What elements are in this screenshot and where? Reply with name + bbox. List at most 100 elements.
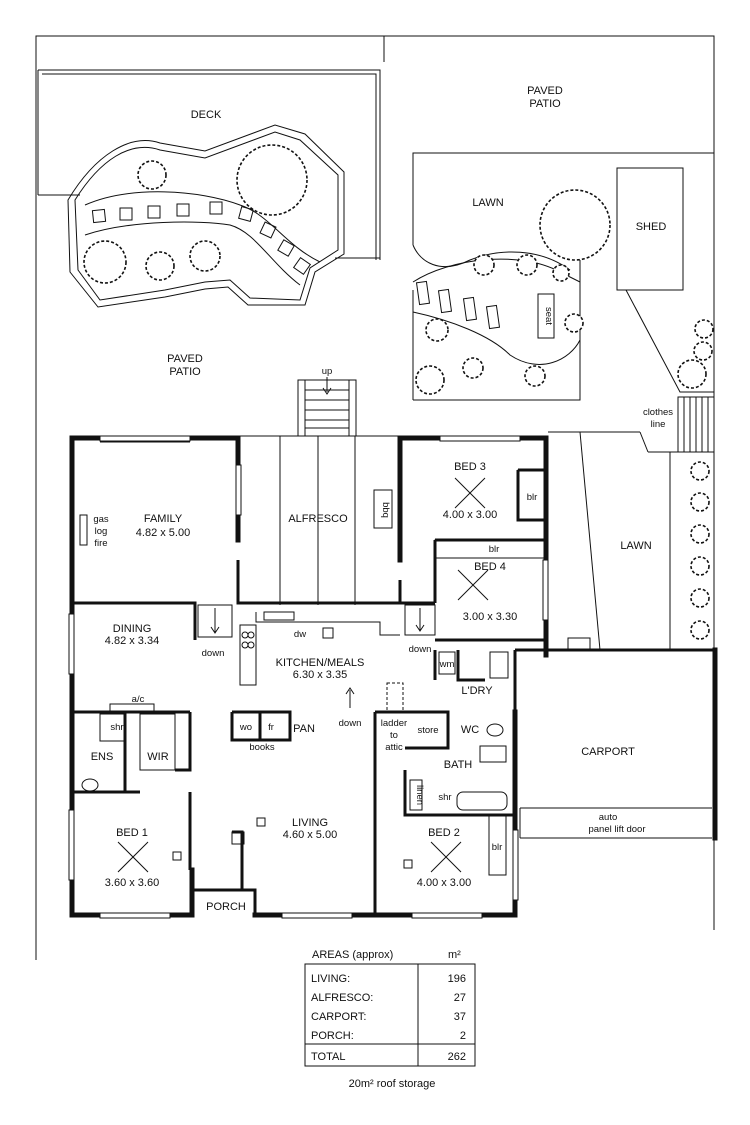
shrub-icon: [690, 461, 710, 481]
paved-patio-top-line1: PAVED: [527, 85, 563, 97]
dw-label: dw: [294, 629, 306, 640]
lawn-side-label: LAWN: [620, 540, 651, 552]
shrub-icon: [516, 254, 538, 276]
family-dims: 4.82 x 5.00: [136, 527, 190, 539]
wir-robe: [139, 713, 176, 771]
bed2-robe: [488, 814, 507, 876]
bath-label: BATH: [444, 759, 473, 771]
shrub-icon: [415, 365, 445, 395]
xbox-icon: [172, 851, 182, 861]
books-label: books: [249, 742, 275, 753]
trough-icon: [489, 651, 509, 679]
linen-cupboard: [409, 779, 423, 811]
lift-door-label-2: panel lift door: [588, 824, 645, 835]
roof-storage-note: 20m² roof storage: [349, 1078, 436, 1090]
areas-heading: AREAS (approx): [312, 949, 393, 961]
toilet-icon: [486, 723, 504, 737]
bed2-label: BED 2: [428, 827, 460, 839]
clothes-line: clothes line: [643, 396, 715, 453]
attic-ladder: [386, 682, 404, 714]
bed3-robe: [517, 469, 547, 521]
xbox-icon: [256, 817, 266, 827]
store-label: store: [417, 725, 438, 736]
shrub-icon: [189, 240, 221, 272]
bed1-label: BED 1: [116, 827, 148, 839]
ceiling-fan-icon: [117, 477, 489, 873]
areas-unit: m²: [448, 949, 461, 961]
side-lawn: LAWN: [548, 431, 714, 651]
area-row-value: 2: [460, 1030, 466, 1042]
shrub-icon: [690, 524, 710, 544]
washing-machine-icon: [438, 651, 456, 675]
bed1-dims: 3.60 x 3.60: [105, 877, 159, 889]
down-label-living: down: [339, 718, 362, 729]
paved-patio-left-line1: PAVED: [167, 353, 203, 365]
shrub-icon: [690, 588, 710, 608]
lawn-area-top: LAWN SHED seat: [412, 152, 714, 401]
area-row-value: 27: [454, 992, 466, 1004]
shrub-icon: [690, 492, 710, 512]
shower-ens: [99, 713, 126, 742]
shr-ens-label: shr: [110, 722, 123, 733]
living-label: LIVING: [292, 817, 328, 829]
wo-label: wo: [239, 722, 252, 733]
bed3-label: BED 3: [454, 461, 486, 473]
fireplace-icon: [79, 514, 88, 546]
bed4-blr: blr: [489, 544, 500, 555]
alfresco-steps: up: [297, 366, 357, 437]
bed2-blr: blr: [492, 842, 503, 853]
area-total-value: 262: [448, 1051, 466, 1063]
shrub-icon: [677, 359, 707, 389]
shed-label: SHED: [636, 221, 667, 233]
paved-patio-top-line2: PATIO: [529, 98, 561, 110]
shrub-icon: [145, 251, 175, 281]
bed3-blr: blr: [527, 492, 538, 503]
wir-label: WIR: [147, 751, 168, 763]
alfresco-label: ALFRESCO: [288, 513, 348, 525]
fixtures: [79, 469, 547, 876]
bed4-label: BED 4: [474, 561, 506, 573]
shrub-icon: [552, 264, 570, 282]
cooktop-icon: [239, 624, 257, 686]
bed2-dims: 4.00 x 3.00: [417, 877, 471, 889]
area-total-label: TOTAL: [311, 1051, 345, 1063]
laundry-label: L'DRY: [461, 685, 493, 697]
down-arrow-icon: [197, 604, 436, 708]
areas-table: AREAS (approx) m² LIVING: 196 ALFRESCO: …: [304, 949, 476, 1090]
deck: DECK: [37, 69, 381, 260]
xbox-icon: [322, 627, 334, 639]
down-label-bed4: down: [409, 644, 432, 655]
shrub-icon: [693, 341, 713, 361]
area-row-label: LIVING:: [311, 973, 350, 985]
ac-unit: [109, 703, 155, 713]
steps-up-label: up: [322, 366, 333, 377]
dining-label: DINING: [113, 623, 152, 635]
gas-fire-3: fire: [94, 538, 107, 549]
ac-label: a/c: [132, 694, 145, 705]
fr-label: fr: [268, 722, 274, 733]
linen-label: linen: [414, 785, 425, 805]
gas-fire-1: gas: [93, 514, 109, 525]
bed4-robe: [434, 539, 546, 559]
basin-icon: [479, 745, 507, 763]
shrub-icon: [137, 160, 167, 190]
area-row-label: CARPORT:: [311, 1011, 366, 1023]
bbq-label: bbq: [380, 502, 391, 518]
down-label-dining: down: [202, 648, 225, 659]
seat-label: seat: [543, 307, 554, 325]
ladder-label-2: to: [390, 730, 398, 741]
lift-door-label-1: auto: [599, 812, 618, 823]
paved-patio-left-line2: PATIO: [169, 366, 201, 378]
shrub-icon: [694, 319, 714, 339]
wm-label: wm: [439, 659, 455, 670]
clothes-line-label2: line: [651, 419, 666, 430]
gas-fire-2: log: [95, 526, 108, 537]
site-boundary: [35, 35, 715, 960]
carport-label: CARPORT: [581, 746, 635, 758]
bed4-dims: 3.00 x 3.30: [463, 611, 517, 623]
xbox-icon: [403, 859, 413, 869]
bathtub-icon: [456, 791, 508, 811]
hall-table: [231, 831, 245, 845]
tree-icon: [236, 144, 308, 216]
toilet-icon: [81, 778, 99, 792]
